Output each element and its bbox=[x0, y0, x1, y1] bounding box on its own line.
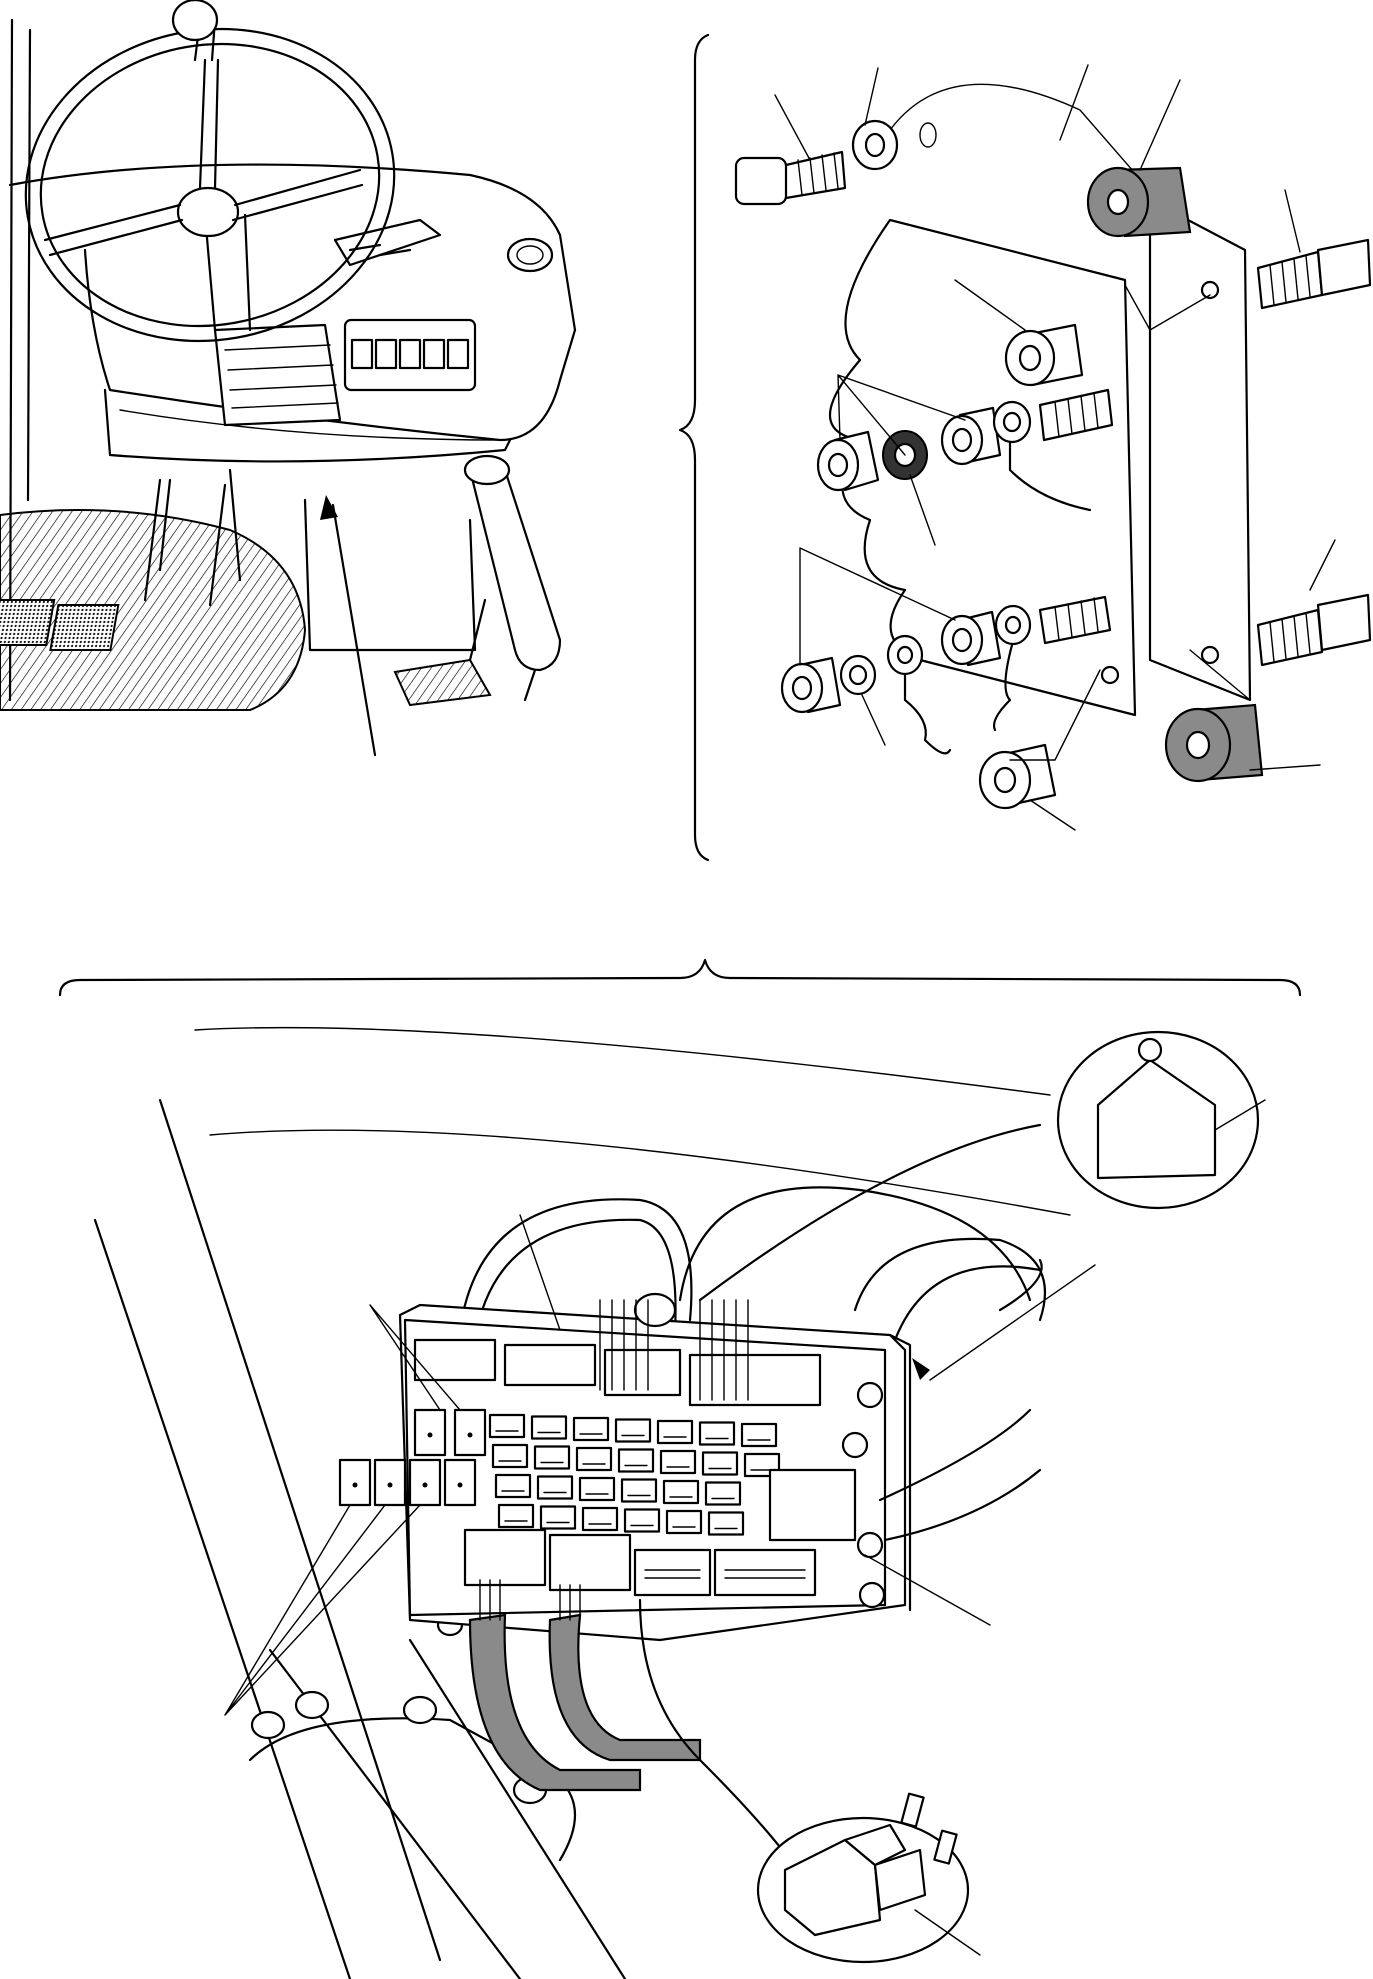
fuse-slot bbox=[704, 1481, 742, 1506]
fuse-slot bbox=[488, 1413, 526, 1439]
fuse-slot bbox=[533, 1445, 571, 1470]
washer bbox=[839, 654, 877, 696]
fuse-slot bbox=[497, 1503, 535, 1529]
curly-brace-vertical bbox=[678, 33, 710, 862]
fuse-slot bbox=[575, 1446, 613, 1472]
rubber-mount bbox=[1164, 703, 1264, 783]
stud bbox=[1038, 595, 1112, 645]
ring-terminal bbox=[992, 604, 1032, 732]
nut bbox=[816, 430, 880, 492]
fuse-slot bbox=[698, 1421, 736, 1446]
nut bbox=[780, 656, 842, 714]
seat bbox=[0, 509, 307, 711]
fuse-slot bbox=[572, 1416, 610, 1442]
bolt bbox=[1256, 593, 1372, 667]
plate-mounting-panel bbox=[678, 33, 1372, 862]
fuse-slot bbox=[536, 1475, 574, 1500]
spacer bbox=[1004, 323, 1084, 387]
fuse-slot bbox=[665, 1509, 703, 1535]
wire-bundles-top bbox=[599, 1299, 749, 1401]
leader-lines bbox=[774, 64, 1336, 831]
fuse-slot bbox=[617, 1448, 655, 1473]
nut bbox=[940, 406, 1002, 466]
bottom-connectors bbox=[463, 1528, 817, 1597]
fuse-slot bbox=[623, 1508, 661, 1533]
fuse-grid bbox=[488, 1413, 781, 1536]
fuse-slot bbox=[701, 1451, 739, 1476]
bolt bbox=[1256, 238, 1372, 310]
fuse-slot bbox=[740, 1422, 778, 1448]
fuse-slot bbox=[656, 1419, 694, 1445]
fuse-slot bbox=[662, 1479, 700, 1505]
fuse-slot bbox=[530, 1415, 568, 1440]
accelerator-pedal bbox=[393, 598, 492, 707]
cab-steering-panel bbox=[0, 0, 577, 757]
fuse-relay-box-panel bbox=[58, 958, 1302, 1979]
brake-pedals bbox=[0, 478, 227, 651]
shift-boot bbox=[213, 323, 342, 427]
fuse-slot bbox=[659, 1449, 697, 1475]
ring-terminal bbox=[886, 634, 952, 755]
fuse-detail-callout bbox=[756, 1792, 970, 1964]
switch-panel bbox=[343, 318, 477, 392]
nut bbox=[940, 610, 1002, 667]
fuse-slot bbox=[614, 1418, 652, 1443]
ring-terminal bbox=[992, 400, 1092, 512]
location-arrow bbox=[320, 495, 377, 757]
rubber-mount bbox=[1086, 166, 1192, 238]
fuse-slot bbox=[491, 1443, 529, 1469]
leader-lines bbox=[224, 1099, 1266, 1956]
spacer bbox=[978, 743, 1057, 810]
fuse-slot bbox=[707, 1511, 745, 1536]
steering-wheel bbox=[24, 0, 396, 343]
fuse-slot bbox=[620, 1478, 658, 1503]
fuse-slot bbox=[581, 1506, 619, 1532]
fuse-slot bbox=[539, 1505, 577, 1530]
fuse-slot bbox=[494, 1473, 532, 1499]
gear-lever bbox=[463, 454, 562, 702]
washer bbox=[851, 119, 899, 171]
stud bbox=[1038, 388, 1114, 442]
curly-brace-horizontal bbox=[58, 958, 1302, 997]
dash-round-button bbox=[506, 237, 554, 273]
relays bbox=[338, 1408, 857, 1542]
relay-detail-callout bbox=[698, 1030, 1260, 1302]
bolt bbox=[734, 150, 847, 206]
fuse-slot bbox=[578, 1476, 616, 1502]
